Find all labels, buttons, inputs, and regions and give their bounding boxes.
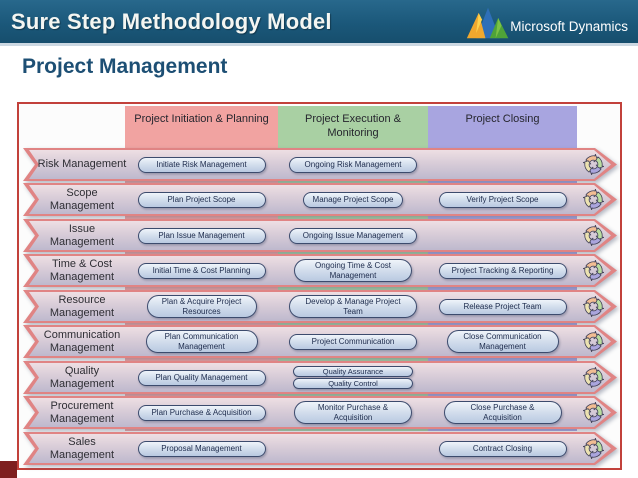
row-time-cost-management: Time & Cost Management Initial Time & Co… — [23, 254, 617, 287]
row-risk-management: Risk Management Initiate Risk Management… — [23, 148, 617, 181]
activity-pill: Ongoing Time & Cost Management — [294, 258, 412, 283]
row-arrow-shape — [23, 361, 617, 394]
row-label: Procurement Management — [49, 400, 115, 425]
cycle-arrows-icon — [575, 183, 611, 216]
cycle-arrows-icon — [575, 361, 611, 394]
corner-decoration — [0, 461, 17, 478]
cycle-arrows-icon — [575, 396, 611, 429]
slide-header-bar: Sure Step Methodology Model Microsoft Dy… — [0, 0, 638, 46]
activity-pill: Plan Project Scope — [137, 191, 266, 208]
activity-pill: Ongoing Issue Management — [289, 227, 417, 244]
activity-pill: Contract Closing — [438, 440, 567, 457]
row-quality-management: Quality Management Plan Quality Manageme… — [23, 361, 617, 394]
dynamics-mountain-icon — [467, 7, 509, 39]
activity-pill: Verify Project Scope — [438, 191, 567, 208]
row-arrow-shape — [23, 148, 617, 181]
activity-pill: Monitor Purchase & Acquisition — [294, 400, 412, 425]
activity-pill: Initiate Risk Management — [137, 156, 266, 173]
phase-column-label: Project Closing — [465, 113, 540, 125]
activity-pill: Quality Assurance — [293, 366, 413, 377]
microsoft-dynamics-logo: Microsoft Dynamics — [466, 6, 628, 40]
row-label: Quality Management — [49, 365, 115, 390]
activity-pill: Initial Time & Cost Planning — [137, 262, 266, 279]
row-sales-management: Sales Management Proposal Management Con… — [23, 432, 617, 465]
activity-pill: Plan Issue Management — [137, 227, 266, 244]
cycle-arrows-icon — [575, 219, 611, 252]
activity-pill: Proposal Management — [137, 440, 266, 457]
row-label: Scope Management — [49, 187, 115, 212]
row-issue-management: Issue Management Plan Issue Management O… — [23, 219, 617, 252]
row-label: Risk Management — [37, 158, 127, 171]
row-label: Time & Cost Management — [49, 258, 115, 283]
cycle-arrows-icon — [575, 325, 611, 358]
row-scope-management: Scope Management Plan Project Scope Mana… — [23, 183, 617, 216]
activity-pill: Close Communication Management — [446, 329, 559, 354]
activity-pill: Develop & Manage Project Team — [289, 294, 417, 319]
activity-pill: Quality Control — [293, 378, 413, 389]
activity-pill: Plan Quality Management — [137, 369, 266, 386]
activity-pill: Plan Communication Management — [145, 329, 258, 354]
row-label: Resource Management — [49, 294, 115, 319]
activity-pill: Project Communication — [289, 333, 417, 350]
row-resource-management: Resource Management Plan & Acquire Proje… — [23, 290, 617, 323]
row-procurement-management: Procurement Management Plan Purchase & A… — [23, 396, 617, 429]
row-communication-management: Communication Management Plan Communicat… — [23, 325, 617, 358]
slide-title: Sure Step Methodology Model — [11, 8, 332, 34]
row-label: Issue Management — [49, 223, 115, 248]
activity-pill: Close Purchase & Acquisition — [443, 400, 562, 425]
cycle-arrows-icon — [575, 432, 611, 465]
activity-pill: Release Project Team — [438, 298, 567, 315]
activity-pill: Plan Purchase & Acquisition — [137, 404, 266, 421]
page-title: Project Management — [22, 55, 228, 78]
methodology-diagram: Project Initiation & Planning Project Ex… — [17, 102, 622, 470]
row-label: Communication Management — [43, 329, 121, 354]
activity-pill: Ongoing Risk Management — [289, 156, 417, 173]
row-label: Sales Management — [49, 436, 115, 461]
activity-pill: Project Tracking & Reporting — [438, 262, 567, 279]
phase-column-label: Project Initiation & Planning — [134, 113, 269, 125]
cycle-arrows-icon — [575, 254, 611, 287]
brand-text: Microsoft Dynamics — [510, 19, 628, 34]
cycle-arrows-icon — [575, 290, 611, 323]
phase-column-label: Project Execution & Monitoring — [305, 113, 401, 139]
activity-pill: Manage Project Scope — [303, 191, 403, 208]
activity-pill: Plan & Acquire Project Resources — [146, 294, 257, 319]
cycle-arrows-icon — [575, 148, 611, 181]
